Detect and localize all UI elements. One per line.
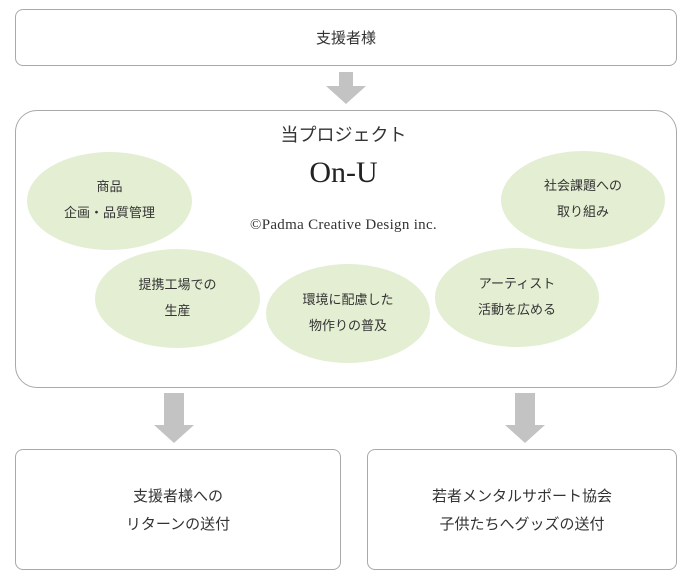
down-arrow-right [505,393,545,443]
ellipse-line: 物作りの普及 [308,318,387,334]
ellipse-line: 取り組み [556,205,609,220]
ellipse-partner-factory: 提携工場での 生産 [95,249,260,348]
youth-support-line1: 若者メンタルサポート協会 [431,486,612,505]
ellipse-line: 活動を広める [477,302,556,318]
supporters-label: 支援者様 [315,28,376,47]
youth-support-line2: 子供たちへグッズの送付 [439,514,605,533]
down-arrow-top [326,72,366,104]
returns-box: 支援者様への リターンの送付 [15,449,341,570]
on-u-logo: On-U [309,156,378,189]
supporters-box: 支援者様 [15,9,677,66]
ellipse-line: 社会課題への [543,179,622,194]
ellipse-eco-manufacturing: 環境に配慮した 物作りの普及 [266,264,430,363]
project-title: 当プロジェクト [280,125,407,146]
returns-line2: リターンの送付 [125,514,231,533]
ellipse-line: 提携工場での [138,277,217,293]
down-arrow-left [154,393,194,443]
ellipse-line: 生産 [164,303,191,319]
returns-line1: 支援者様への [132,486,223,505]
ellipse-product-planning: 商品 企画・品質管理 [27,152,192,250]
ellipse-social-issues: 社会課題への 取り組み [501,151,665,249]
youth-support-box: 若者メンタルサポート協会 子供たちへグッズの送付 [367,449,677,570]
ellipse-line: 企画・品質管理 [63,206,155,221]
ellipse-line: 商品 [96,180,123,195]
ellipse-line: アーティスト [478,276,556,292]
ellipse-artist-activity: アーティスト 活動を広める [435,248,599,347]
copyright-text: ©Padma Creative Design inc. [250,217,437,233]
ellipse-line: 環境に配慮した [302,292,394,308]
